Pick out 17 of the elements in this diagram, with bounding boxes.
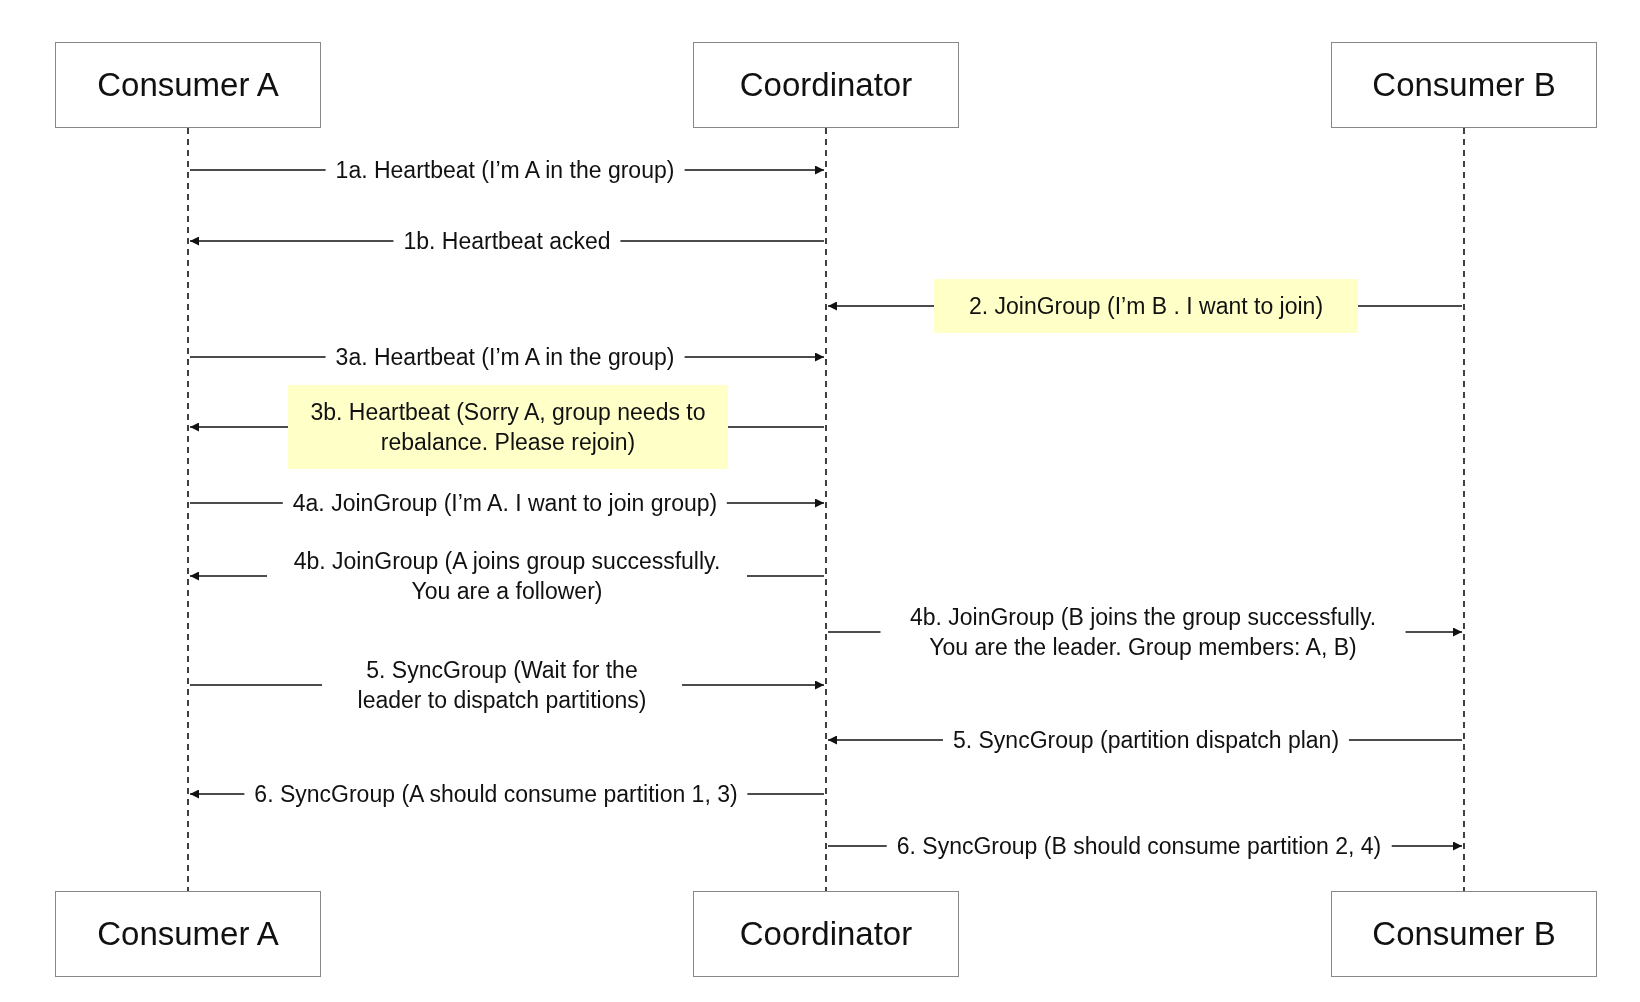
participant-box [55, 42, 321, 128]
lifeline [824, 128, 828, 891]
participant-box [1331, 42, 1597, 128]
highlighted-edge-label: 3b. Heartbeat (Sorry A, group needs to rebalance. Please rejoin) [288, 385, 728, 469]
highlighted-edge-label: 2. JoinGroup (I’m B . I want to join) [934, 279, 1358, 333]
participant-name: Consumer A [97, 66, 279, 104]
participant-box [693, 891, 959, 977]
participant-name: Consumer B [1372, 66, 1556, 104]
participant-name: Consumer A [97, 915, 279, 953]
lifeline [186, 128, 190, 891]
participant-box [55, 891, 321, 977]
participant-box [693, 42, 959, 128]
participant-box [1331, 891, 1597, 977]
lifeline [1462, 128, 1466, 891]
participant-name: Coordinator [739, 66, 913, 104]
participant-name: Coordinator [739, 915, 913, 953]
participant-name: Consumer B [1372, 915, 1556, 953]
